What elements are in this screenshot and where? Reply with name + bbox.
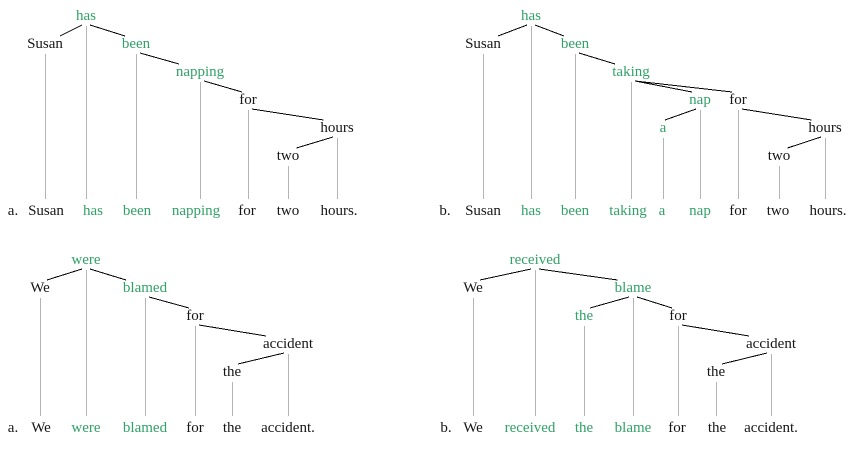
tree-node-word: has [76,8,96,24]
tree-node-word: Susan [27,36,63,52]
dependency-edge-line [89,268,127,281]
tree-node-word: accident [263,336,313,352]
dependency-edge-line [479,268,532,281]
sentence-word: has [83,203,103,219]
dependency-edge-line [664,108,697,121]
tree-node-word: We [30,280,50,296]
sentence-word: accident. [744,420,798,436]
sentence-word: been [560,203,590,219]
dependency-edge-line [237,352,285,365]
tree-node-word: two [276,148,300,164]
sentence-word: We [31,420,51,436]
dependency-edge-line [148,296,190,309]
dependency-edge-line [59,24,83,37]
dependency-edge-line [787,136,822,149]
dependency-edge-line [538,268,618,281]
tree-node-word: for [729,92,747,108]
tree-node-word: were [71,252,101,268]
dependency-edge-line [534,24,565,37]
sentence-word: Susan [28,203,64,219]
sentence-word: hours. [320,203,358,219]
tree-node-word: a [659,120,667,136]
sentence-word: a [658,203,666,219]
dependency-edge-line [634,80,733,93]
sentence-word: the [574,420,594,436]
dependency-edge-line [296,136,334,149]
dependency-edge-line [721,352,768,365]
sentence-word: the [222,420,242,436]
sentence-word: for [238,203,256,219]
dependency-edge-line [497,24,528,37]
dependency-edge-line [46,268,83,281]
dependency-edge-line [634,80,693,93]
sentence-word: two [276,203,300,219]
sentence-word: the [707,420,727,436]
tree-node-word: We [463,280,483,296]
tree-node-word: the [706,364,726,380]
sentence-word: We [463,420,483,436]
sentence-word: has [521,203,541,219]
tree-node-word: Susan [465,36,501,52]
dependency-edge-line [681,324,750,337]
dependency-edge-line [89,24,126,37]
sentence-word: blamed [122,420,168,436]
example-item-label: a. [7,203,19,219]
dependency-edge-line [203,80,243,93]
dependency-edge-line [139,52,180,65]
sentence-word: blame [614,420,652,436]
tree-node-word: the [222,364,242,380]
sentence-word: been [122,203,152,219]
tree-node-word: napping [175,64,225,80]
sentence-word: nap [689,203,711,219]
tree-node-word: been [121,36,151,52]
tree-node-word: for [669,308,687,324]
tree-node-word: nap [689,92,711,108]
dependency-edge-line [636,296,673,309]
tree-node-word: blamed [122,280,168,296]
tree-node-word: received [509,252,561,268]
tree-node-word: has [521,8,541,24]
tree-node-word: hours [808,120,842,136]
example-item-label: a. [7,420,19,436]
dependency-edge-line [741,108,812,121]
example-item-label: b. [440,420,452,436]
sentence-word: taking [609,203,647,219]
sentence-word: hours. [809,203,847,219]
sentence-word: napping [171,203,221,219]
tree-node-word: blame [614,280,652,296]
tree-node-word: the [574,308,594,324]
sentence-word: for [668,420,686,436]
tree-node-word: accident [746,336,796,352]
sentence-word: Susan [465,203,501,219]
tree-node-word: taking [612,64,650,80]
sentence-word: two [766,203,790,219]
dependency-edge-line [251,108,324,121]
tree-node-word: for [239,92,257,108]
sentence-word: for [729,203,747,219]
tree-node-word: two [767,148,791,164]
example-item-label: b. [439,203,451,219]
sentence-word: for [186,420,204,436]
dependency-edge-line [578,52,616,65]
sentence-word: received [504,420,556,436]
tree-node-word: hours [320,120,354,136]
dependency-edge-line [589,296,630,309]
tree-node-word: been [560,36,590,52]
sentence-word: were [71,420,101,436]
dependency-edge-line [198,324,267,337]
sentence-word: accident. [261,420,315,436]
tree-node-word: for [186,308,204,324]
